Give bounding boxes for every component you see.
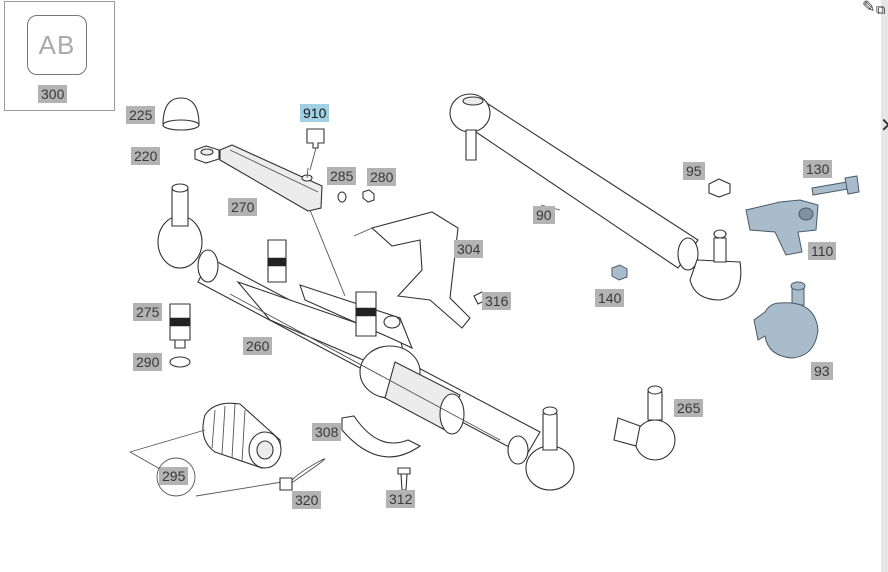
part-washer-290[interactable] [169, 356, 191, 368]
callout-95[interactable]: 95 [683, 162, 705, 180]
ab-logo-icon: AB [27, 15, 87, 75]
callout-312[interactable]: 312 [386, 490, 416, 508]
part-ball-joint-93[interactable] [753, 281, 819, 359]
ab-logo-text: AB [38, 29, 76, 60]
callout-290[interactable]: 290 [133, 353, 163, 371]
callout-316[interactable]: 316 [482, 292, 512, 310]
callout-93[interactable]: 93 [811, 362, 833, 380]
callout-280[interactable]: 280 [367, 168, 397, 186]
edit-icon[interactable]: ✎ [862, 0, 876, 16]
callout-225[interactable]: 225 [126, 106, 156, 124]
part-boot[interactable] [129, 402, 283, 497]
part-screw[interactable] [397, 467, 411, 491]
scrollbar[interactable] [881, 0, 888, 572]
callout-320[interactable]: 320 [292, 491, 322, 509]
part-nut-95[interactable] [708, 178, 731, 198]
part-fitting[interactable] [169, 303, 191, 349]
callout-285[interactable]: 285 [327, 167, 357, 185]
callout-140[interactable]: 140 [595, 289, 625, 307]
part-washer[interactable] [337, 191, 347, 203]
part-steering-rack[interactable] [157, 183, 575, 491]
part-ball-joint-265[interactable] [613, 385, 676, 461]
callout-260[interactable]: 260 [243, 337, 273, 355]
callout-90[interactable]: 90 [533, 206, 555, 224]
callout-275[interactable]: 275 [133, 303, 163, 321]
callout-295[interactable]: 295 [159, 467, 189, 485]
part-strap[interactable] [341, 415, 422, 458]
part-tie-rod[interactable] [449, 93, 742, 301]
copy-icon[interactable]: ⧉ [876, 2, 886, 17]
callout-220[interactable]: 220 [131, 147, 161, 165]
callout-308[interactable]: 308 [312, 423, 342, 441]
callout-910[interactable]: 910 [300, 104, 330, 122]
callout-304[interactable]: 304 [454, 240, 484, 258]
callout-130[interactable]: 130 [803, 160, 833, 178]
part-lever[interactable] [745, 199, 819, 256]
close-icon[interactable]: ✕ [880, 116, 888, 136]
callout-110[interactable]: 110 [808, 242, 837, 260]
callout-265[interactable]: 265 [674, 399, 704, 417]
part-shield[interactable] [353, 211, 471, 329]
part-910[interactable] [306, 128, 325, 149]
callout-270[interactable]: 270 [228, 198, 258, 216]
part-zip-tie[interactable] [279, 458, 326, 491]
part-nut[interactable] [194, 145, 220, 164]
part-bolt[interactable] [811, 175, 860, 196]
part-cap[interactable] [162, 97, 200, 131]
part-nut-small[interactable] [362, 189, 375, 203]
callout-300[interactable]: 300 [38, 85, 68, 103]
part-bracket[interactable] [219, 144, 323, 212]
thumbnail-300[interactable]: AB [4, 1, 115, 111]
part-nut-140[interactable] [611, 264, 628, 281]
